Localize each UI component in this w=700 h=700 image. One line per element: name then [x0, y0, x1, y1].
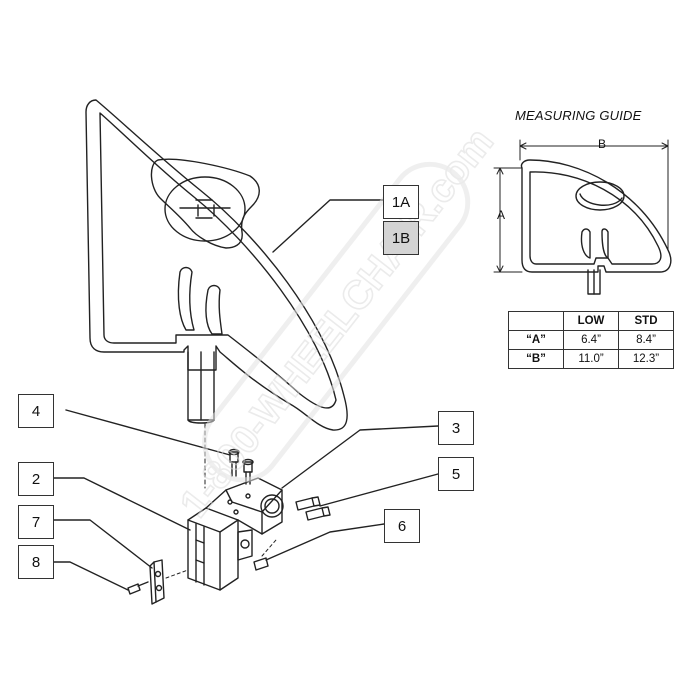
- plate-7: [149, 559, 165, 605]
- size-table-header-blank: [508, 311, 564, 331]
- clamp-assembly: [187, 477, 284, 591]
- screw-8: [127, 581, 149, 595]
- dimension-b-label: B: [598, 137, 607, 151]
- leader-1a: [272, 199, 384, 253]
- size-table-cell-low: 11.0”: [563, 349, 619, 369]
- table-row: “B” 11.0” 12.3”: [508, 349, 674, 369]
- callout-3: 3: [438, 411, 474, 445]
- callout-1b: 1B: [383, 221, 419, 255]
- size-table-row-label: “B”: [508, 349, 564, 369]
- tray-1a-1b: [85, 99, 348, 431]
- size-table-row-label: “A”: [508, 330, 564, 350]
- dimension-a-label: A: [497, 208, 506, 222]
- callout-7: 7: [18, 505, 54, 539]
- callout-4: 4: [18, 394, 54, 428]
- size-table-header-low: LOW: [563, 311, 619, 331]
- table-row: “A” 6.4” 8.4”: [508, 330, 674, 350]
- measuring-guide-drawing: [520, 159, 672, 295]
- size-table-cell-std: 8.4”: [618, 330, 674, 350]
- callout-1a: 1A: [383, 185, 419, 219]
- size-table: LOW STD “A” 6.4” 8.4” “B” 11.0” 12.3”: [508, 311, 674, 369]
- size-table-header-row: LOW STD: [508, 311, 674, 331]
- screw-6: [253, 557, 269, 571]
- callout-8: 8: [18, 545, 54, 579]
- screws-4: [228, 448, 254, 485]
- callout-2: 2: [18, 462, 54, 496]
- leader-3: [281, 425, 439, 489]
- callout-5: 5: [438, 457, 474, 491]
- measuring-guide-title: MEASURING GUIDE: [515, 108, 642, 123]
- dimension-lines: [493, 139, 669, 273]
- callout-6: 6: [384, 509, 420, 543]
- leader-5: [319, 473, 439, 507]
- size-table-cell-std: 12.3”: [618, 349, 674, 369]
- leader-6: [265, 523, 385, 561]
- size-table-cell-low: 6.4”: [563, 330, 619, 350]
- screws-5: [295, 496, 331, 521]
- size-table-header-std: STD: [618, 311, 674, 331]
